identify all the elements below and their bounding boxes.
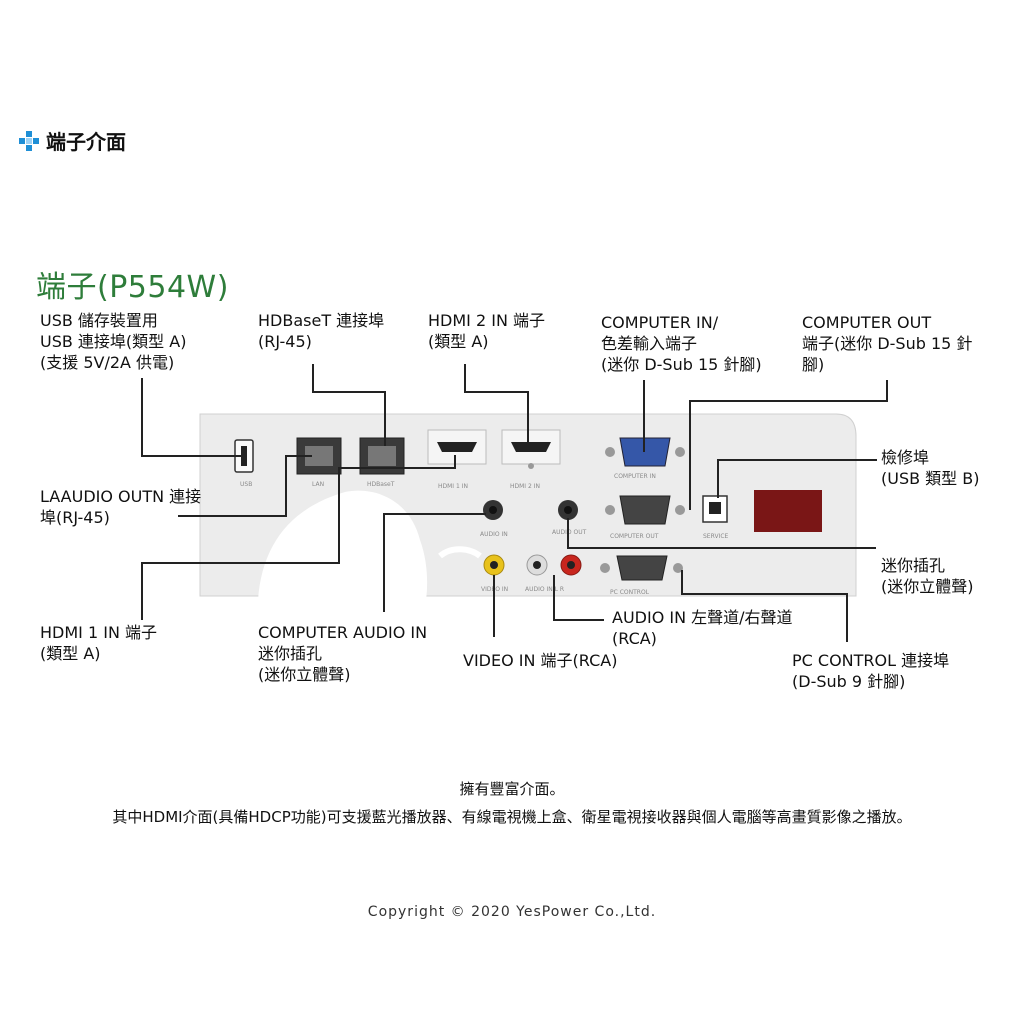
leader-pc-control xyxy=(681,570,848,642)
model-title: 端子(P554W) xyxy=(36,270,229,305)
label-hdbaset-port: HDBaseT 連接埠 (RJ-45) xyxy=(258,311,385,351)
panel-label-usb: USB xyxy=(240,481,252,488)
audio-in-jack xyxy=(483,500,503,520)
section-title: 端子介面 xyxy=(46,130,126,154)
leader-lines xyxy=(141,364,888,642)
label-hdmi2-port: HDMI 2 IN 端子 (類型 A) xyxy=(428,311,546,351)
audio-r-rca xyxy=(560,554,582,576)
panel-label-audio-out: AUDIO OUT xyxy=(552,529,587,536)
video-in-rca xyxy=(483,554,505,576)
panel-label-hdbaset: HDBaseT xyxy=(367,481,395,488)
label-mini-jack: 迷你插孔 (迷你立體聲) xyxy=(881,556,974,596)
description-line-2: 其中HDMI介面(具備HDCP功能)可支援藍光播放器、有線電視機上盒、衛星電視接… xyxy=(112,808,912,826)
indicator-window xyxy=(754,490,822,532)
leader-mini-jack xyxy=(567,518,876,549)
leader-usb xyxy=(141,378,241,457)
label-computer-out: COMPUTER OUT 端子(迷你 D-Sub 15 針 腳) xyxy=(802,313,973,374)
label-video-in: VIDEO IN 端子(RCA) xyxy=(463,651,618,670)
leader-hdbaset xyxy=(312,364,386,446)
panel-label-computer-in: COMPUTER IN xyxy=(614,473,656,480)
leader-computer-audio-in xyxy=(383,513,486,612)
audio-out-jack xyxy=(558,500,578,520)
leader-hdmi1 xyxy=(141,455,456,620)
panel-label-hdmi2: HDMI 2 IN xyxy=(510,483,540,490)
computer-out-port xyxy=(605,495,685,525)
label-pc-control: PC CONTROL 連接埠 (D-Sub 9 針腳) xyxy=(792,651,950,691)
panel-label-computer-out: COMPUTER OUT xyxy=(610,533,659,540)
leader-audio-in-lr xyxy=(553,575,604,621)
audio-l-rca xyxy=(526,554,548,576)
label-usb-port: USB 儲存裝置用 USB 連接埠(類型 A) (支援 5V/2A 供電) xyxy=(40,311,187,372)
hdmi2-port xyxy=(501,429,561,469)
panel-label-audio-in: AUDIO IN xyxy=(480,531,508,538)
leader-service xyxy=(717,459,877,498)
panel-label-audio-lr: AUDIO IN L R xyxy=(525,586,564,593)
blue-cross-icon xyxy=(19,130,39,151)
hdmi1-port xyxy=(427,429,487,465)
label-audio-in-lr: AUDIO IN 左聲道/右聲道 (RCA) xyxy=(612,608,793,648)
section-header: 端子介面 xyxy=(18,126,126,155)
leader-computer-out xyxy=(689,380,888,510)
label-computer-audio-in: COMPUTER AUDIO IN 迷你插孔 (迷你立體聲) xyxy=(258,623,428,684)
label-lan-port: LAAUDIO OUTN 連接 埠(RJ-45) xyxy=(40,487,202,527)
leader-hdmi2 xyxy=(464,364,529,446)
label-hdmi1-port: HDMI 1 IN 端子 (類型 A) xyxy=(40,623,158,663)
panel-label-service: SERVICE xyxy=(703,533,729,540)
label-service-port: 檢修埠 (USB 類型 B) xyxy=(881,448,980,488)
leader-lan xyxy=(178,455,312,517)
pc-control-port xyxy=(600,555,683,581)
panel-label-pc-control: PC CONTROL xyxy=(610,589,650,596)
label-computer-in: COMPUTER IN/ 色差輸入端子 (迷你 D-Sub 15 針腳) xyxy=(601,313,762,374)
service-port xyxy=(702,495,728,523)
description-line-1: 擁有豐富介面。 xyxy=(459,780,565,798)
panel-label-hdmi1: HDMI 1 IN xyxy=(438,483,468,490)
panel-label-lan: LAN xyxy=(312,481,324,488)
copyright: Copyright © 2020 YesPower Co.,Ltd. xyxy=(367,904,657,920)
